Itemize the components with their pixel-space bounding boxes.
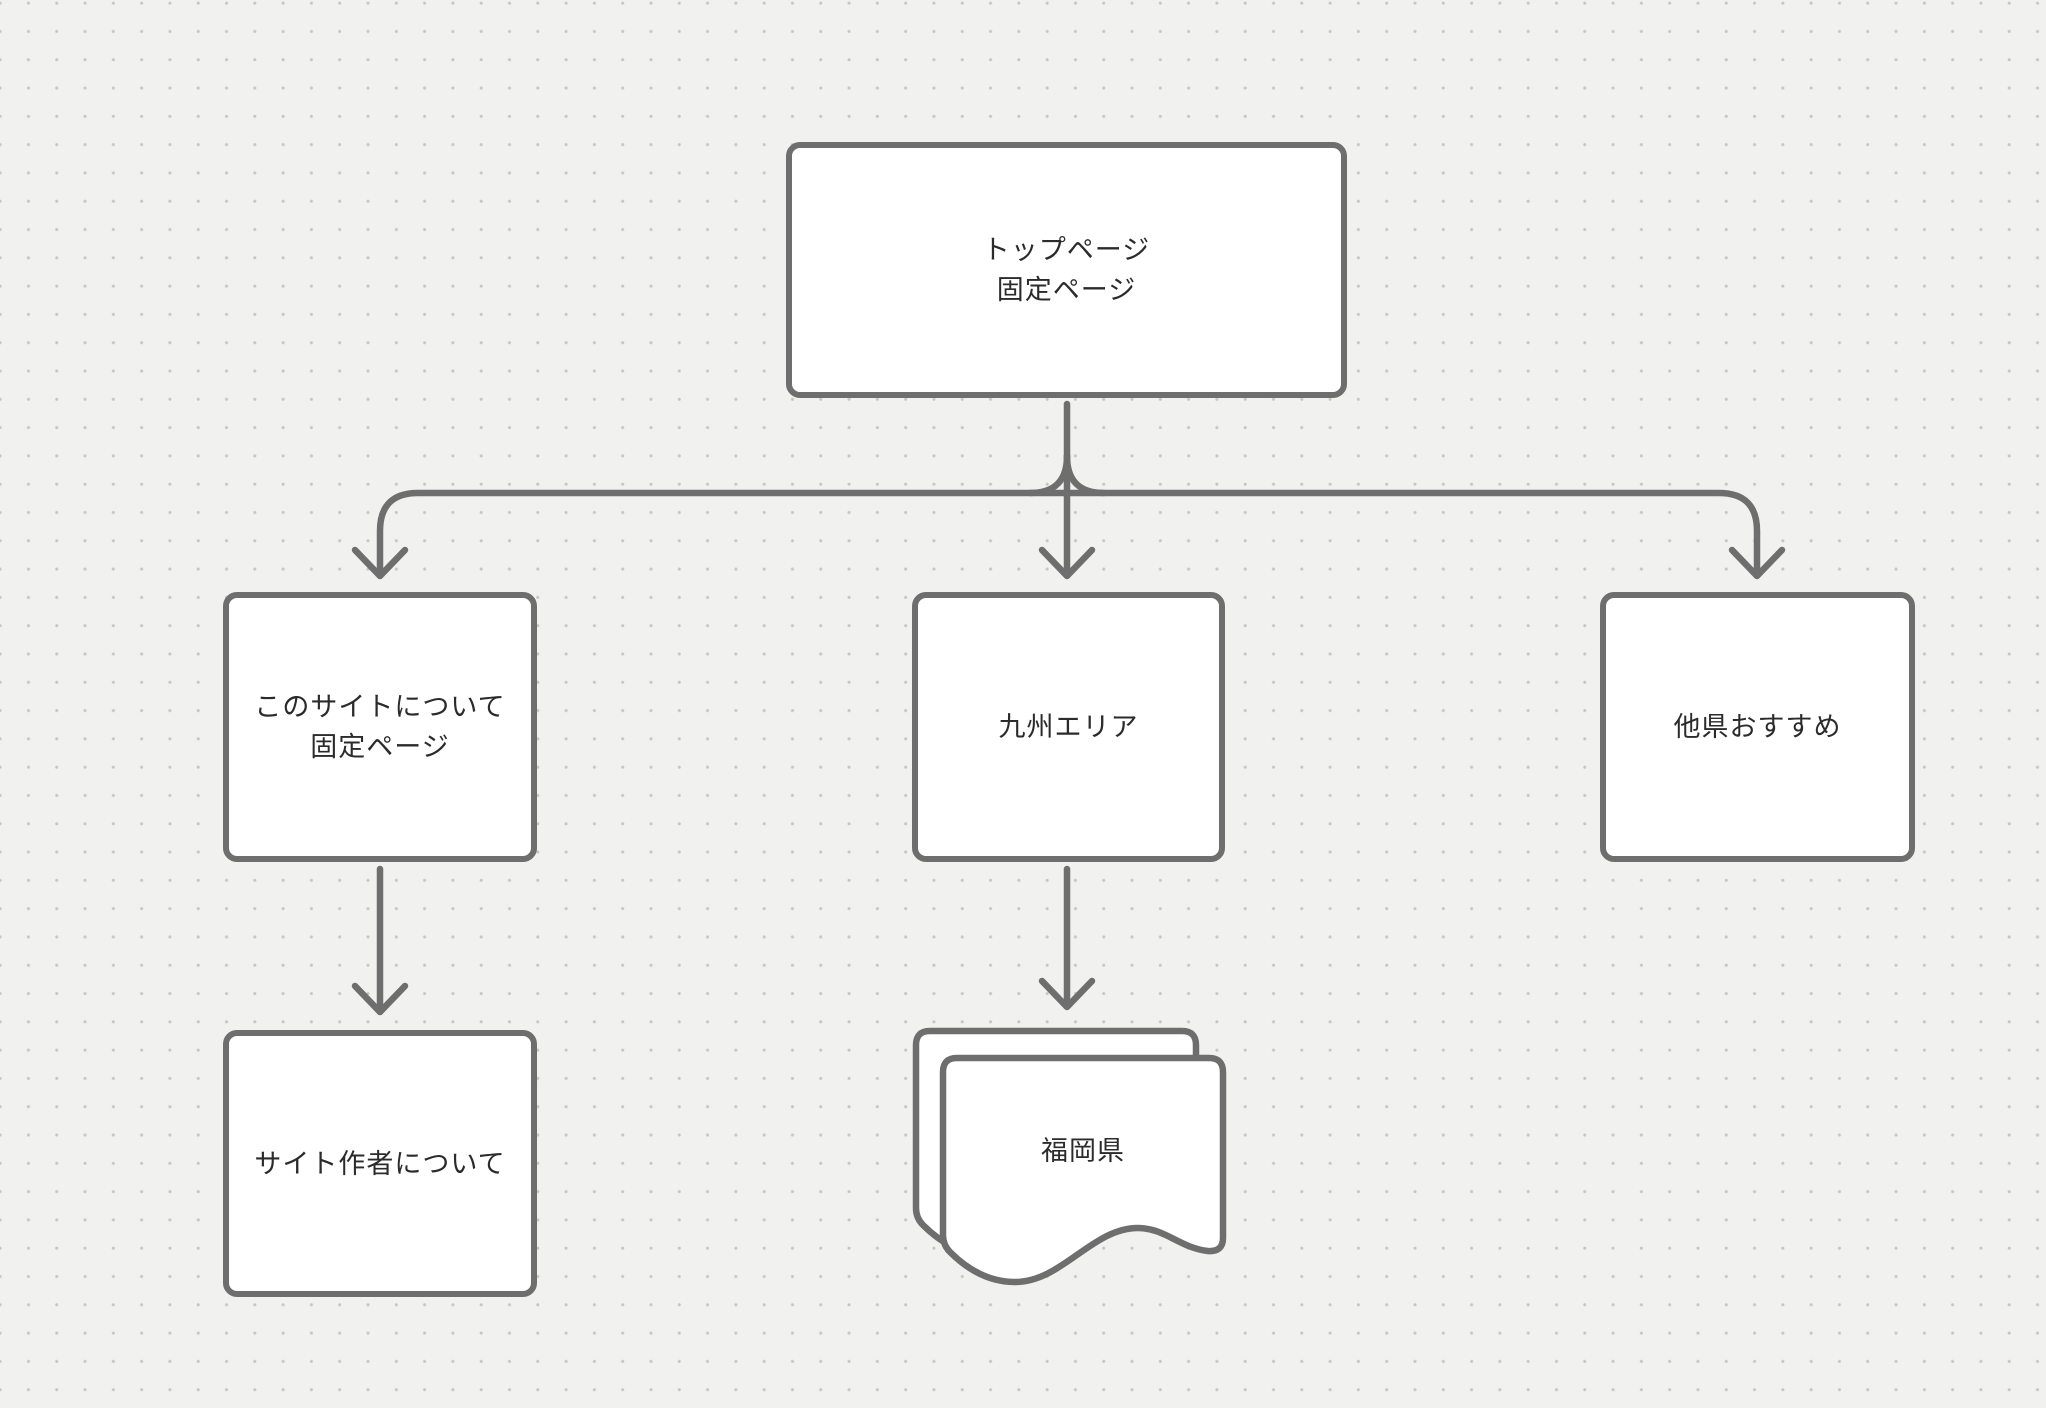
node-top-page[interactable]: トップページ 固定ページ — [786, 142, 1347, 398]
node-site-author-label: サイト作者について — [254, 1148, 506, 1179]
front-document-shape — [939, 1054, 1227, 1286]
node-about-site-label-line1: このサイトについて — [254, 692, 506, 722]
node-kyushu-area-label: 九州エリア — [998, 712, 1139, 742]
arrowhead-to-other-prefectures — [1728, 546, 1786, 580]
node-other-prefectures-label: 他県おすすめ — [1673, 712, 1842, 742]
node-about-site[interactable]: このサイトについて 固定ページ — [223, 592, 537, 862]
arrowhead-to-about-site — [351, 546, 409, 580]
node-top-page-label-line2: 固定ページ — [996, 275, 1137, 305]
arrowhead-to-site-author — [351, 982, 409, 1016]
connector-branch-bar — [376, 489, 1761, 578]
junction-fillet-left — [1026, 452, 1071, 497]
node-other-prefectures[interactable]: 他県おすすめ — [1600, 592, 1915, 862]
arrowhead-to-fukuoka — [1038, 977, 1096, 1011]
node-about-site-label-line2: 固定ページ — [310, 732, 450, 762]
arrowhead-to-kyushu-area — [1038, 546, 1096, 580]
node-fukuoka[interactable] — [912, 1027, 1227, 1286]
junction-fillet-right — [1063, 452, 1108, 497]
node-site-author[interactable]: サイト作者について — [223, 1030, 537, 1297]
node-kyushu-area[interactable]: 九州エリア — [912, 592, 1225, 862]
node-top-page-label-line1: トップページ — [982, 235, 1151, 265]
